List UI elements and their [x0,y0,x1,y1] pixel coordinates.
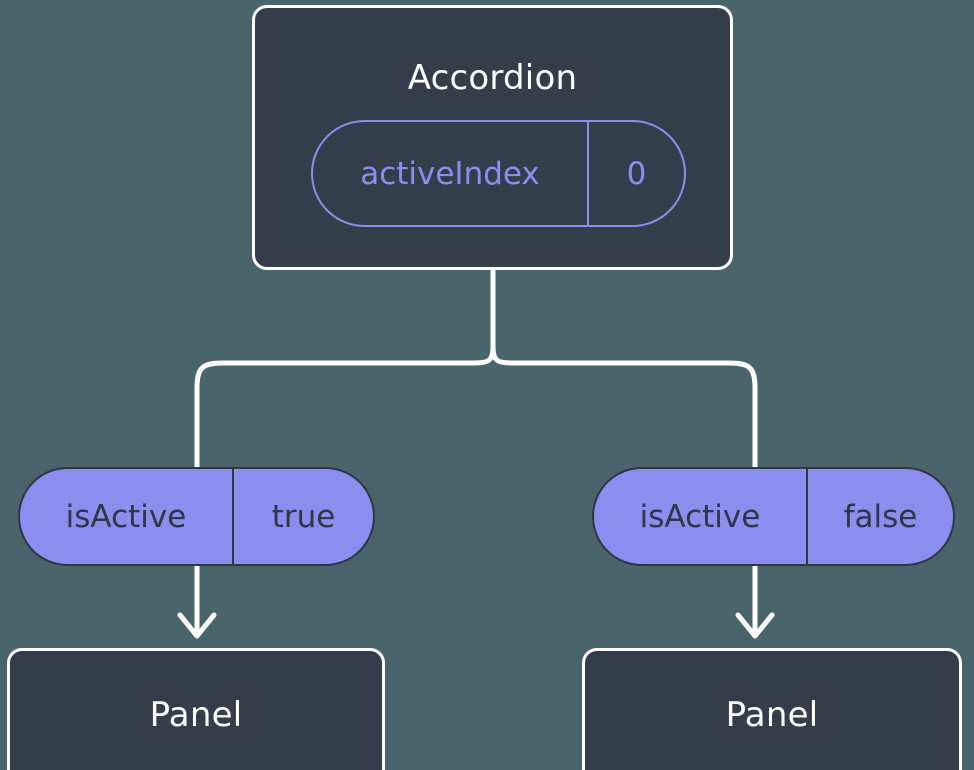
component-node-panel-left[interactable]: Panel [7,648,385,770]
prop-badge-isactive-true[interactable]: isActive true [18,467,375,566]
connector-branch-left [194,342,496,470]
component-node-panel-right[interactable]: Panel [582,648,962,770]
prop-badge-isactive-false[interactable]: isActive false [592,467,955,566]
prop-badge-right-key: isActive [594,469,808,564]
prop-badge-left-key: isActive [20,469,234,564]
arrow-head-right-icon [735,612,775,639]
component-node-accordion[interactable]: Accordion activeIndex 0 [252,5,733,270]
arrow-head-left-icon [177,612,217,639]
panel-right-title: Panel [725,695,819,735]
prop-badge-right-value: false [843,498,918,535]
state-badge-activeindex[interactable]: activeIndex 0 [311,120,686,227]
panel-left-title: Panel [149,695,243,735]
state-badge-value: 0 [626,155,647,192]
connector-branch-right [490,342,758,470]
accordion-title: Accordion [407,58,578,98]
prop-badge-left-value: true [271,498,336,535]
state-badge-key: activeIndex [313,122,589,225]
